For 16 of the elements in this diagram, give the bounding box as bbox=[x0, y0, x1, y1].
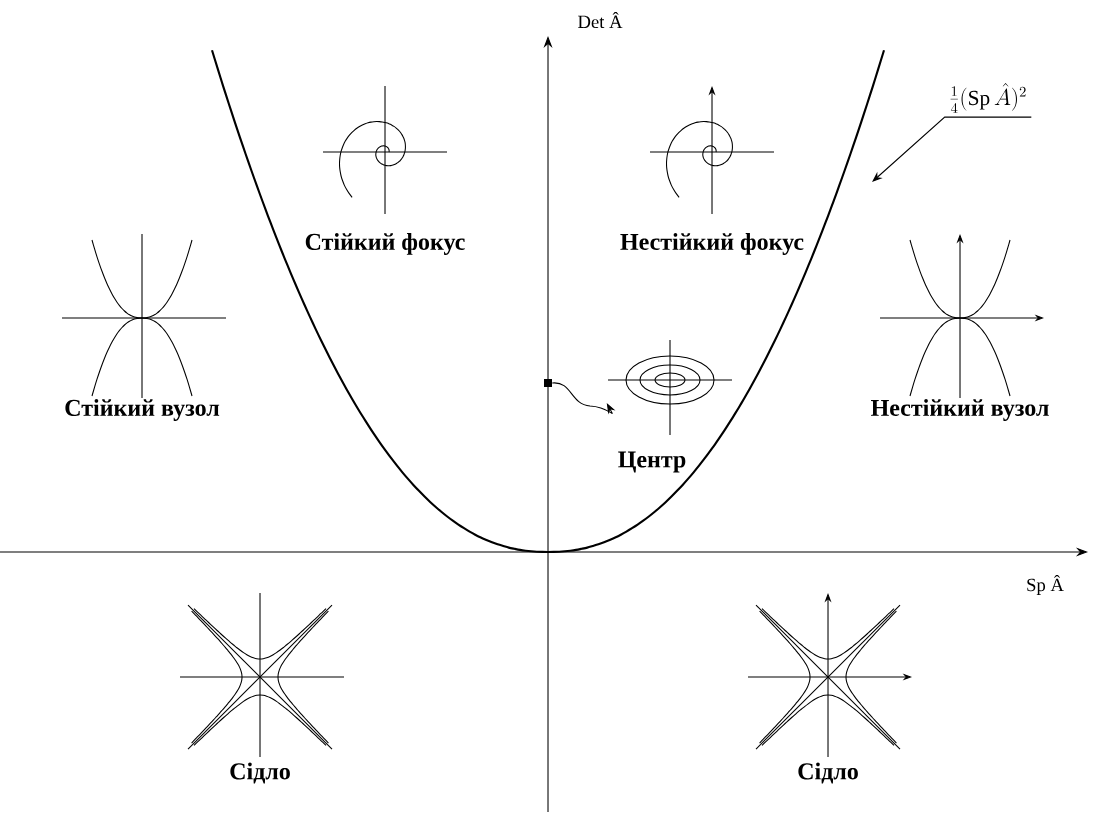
leader-line bbox=[872, 116, 1032, 182]
portrait-caption: Сідло bbox=[798, 762, 858, 784]
axis-label: Sp Â bbox=[1027, 575, 1064, 595]
portrait-caption: Стійкий фокус bbox=[305, 233, 465, 255]
phase-portrait-drawing bbox=[322, 85, 448, 215]
portrait-caption: Нестійкий вузол bbox=[871, 399, 1049, 421]
portrait-caption: Сідло bbox=[230, 762, 290, 784]
point-marker bbox=[544, 379, 552, 387]
portrait-caption: Стійкий вузол bbox=[65, 399, 220, 421]
phase-portrait-drawing bbox=[61, 233, 227, 399]
formula-label: $\frac{1}{4}(\mathrm{Sp}\,\hat{A})^{2}$ bbox=[950, 83, 1026, 113]
phase-portrait-drawing bbox=[607, 339, 733, 436]
axis-label: Det Â bbox=[578, 11, 623, 29]
portrait-caption: Центр bbox=[618, 451, 686, 473]
phase-portrait-drawing bbox=[179, 592, 345, 758]
portrait-caption: Нестійкий фокус bbox=[620, 233, 804, 255]
